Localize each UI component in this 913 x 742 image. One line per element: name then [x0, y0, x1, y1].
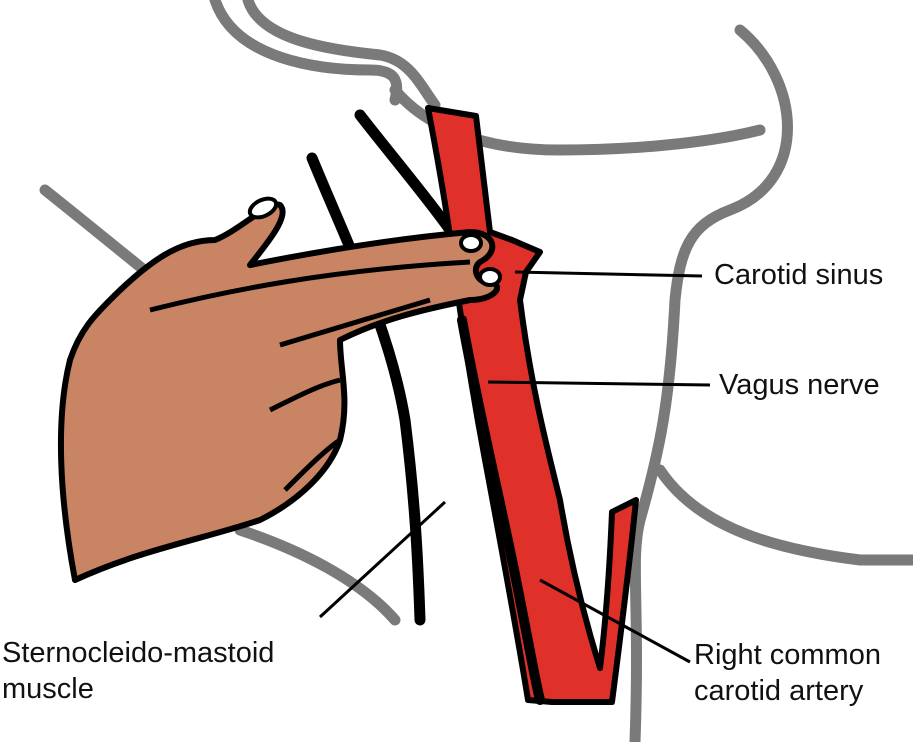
leader-carotid-sinus [514, 270, 703, 278]
sternocleidomastoid-muscle [306, 152, 426, 626]
label-scm-line2: muscle [2, 673, 94, 705]
label-scm-line1: Sternocleido-mastoid [2, 637, 275, 669]
fingernail-middle [478, 267, 502, 287]
leader-scm [318, 500, 447, 619]
leader-right-common-carotid [539, 578, 691, 664]
fingernail-index [459, 233, 483, 253]
collarbone-outline [234, 524, 401, 626]
shoulder-outline [654, 464, 913, 566]
knuckle-crease-lower [283, 437, 342, 492]
vagus-nerve [457, 315, 545, 705]
leader-vagus-nerve [487, 380, 711, 387]
finger-crease [279, 297, 431, 348]
label-vagus-nerve: Vagus nerve [719, 369, 880, 401]
knuckle-crease [268, 377, 341, 413]
thumbnail-icon [247, 196, 279, 220]
finger-separation [149, 259, 471, 313]
jaw-outline-inner [242, 0, 441, 111]
carotid-artery [425, 105, 639, 705]
upper-nerve [354, 109, 456, 236]
leader-lines [318, 270, 711, 664]
jaw-outline-outer [209, 0, 403, 106]
label-rcca-line2: carotid artery [694, 675, 864, 707]
label-rcca-line1: Right common [694, 639, 881, 671]
hand [57, 196, 502, 583]
label-carotid-sinus: Carotid sinus [714, 259, 884, 291]
hand-shape [57, 201, 500, 583]
neck-outline-right [629, 24, 793, 742]
